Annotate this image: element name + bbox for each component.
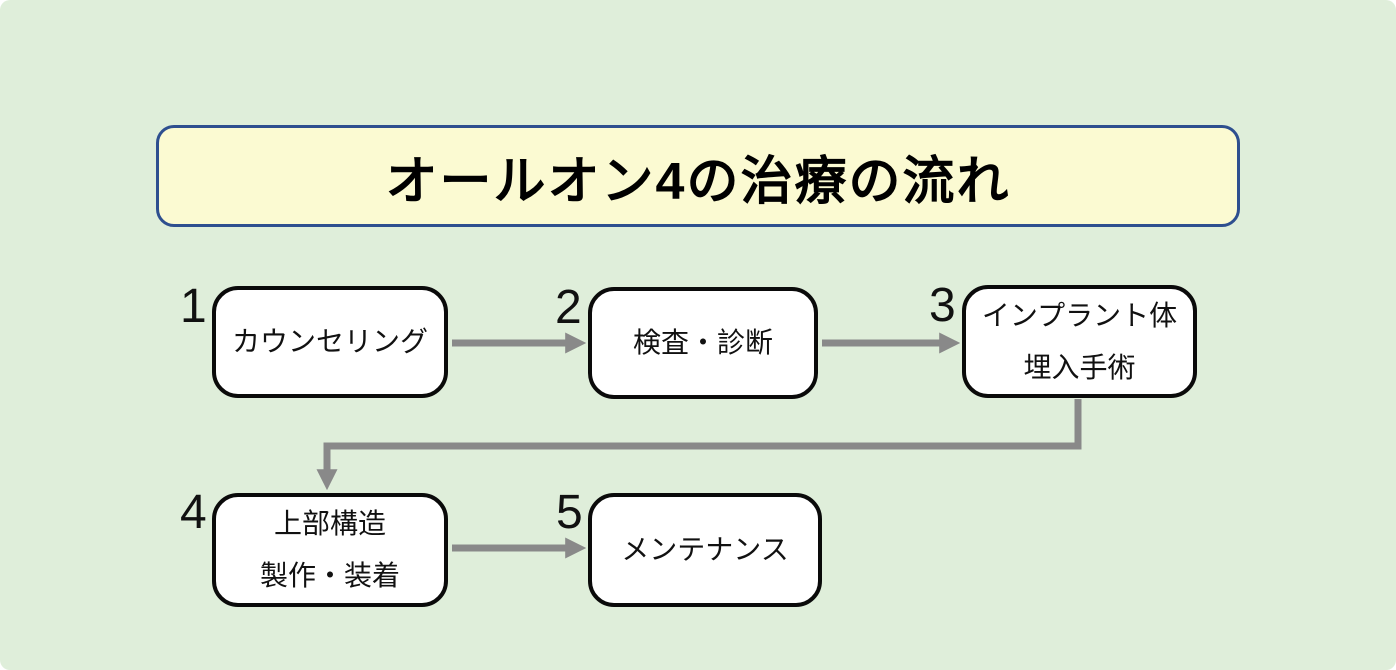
step-number-1: 1 [180, 280, 207, 333]
step-box-maintenance: メンテナンス [588, 493, 822, 607]
step-label-line1: インプラント体 [981, 299, 1178, 331]
page-title: オールオン4の治療の流れ [385, 152, 1011, 211]
step-box-implant-surgery: インプラント体 埋入手術 [962, 285, 1197, 398]
step-number-4: 4 [180, 486, 207, 539]
step-number-2: 2 [555, 281, 582, 334]
step-box-superstructure: 上部構造 製作・装着 [212, 493, 448, 607]
title-banner: オールオン4の治療の流れ [156, 125, 1240, 227]
arrow-step3-to-step4-elbow [316, 399, 1082, 491]
step-label: メンテナンス [621, 534, 789, 565]
step-label: 検査・診断 [632, 327, 773, 358]
step-box-counseling: カウンセリング [212, 286, 448, 398]
step-label-line2: 製作・装着 [259, 560, 400, 591]
step-box-examination-diagnosis: 検査・診断 [588, 287, 818, 399]
step-number-5: 5 [556, 486, 583, 539]
step-label: カウンセリング [231, 326, 428, 357]
step-label-line1: 上部構造 [273, 508, 386, 539]
step-label-line2: 埋入手術 [1023, 351, 1136, 383]
step-number-3: 3 [929, 279, 956, 332]
